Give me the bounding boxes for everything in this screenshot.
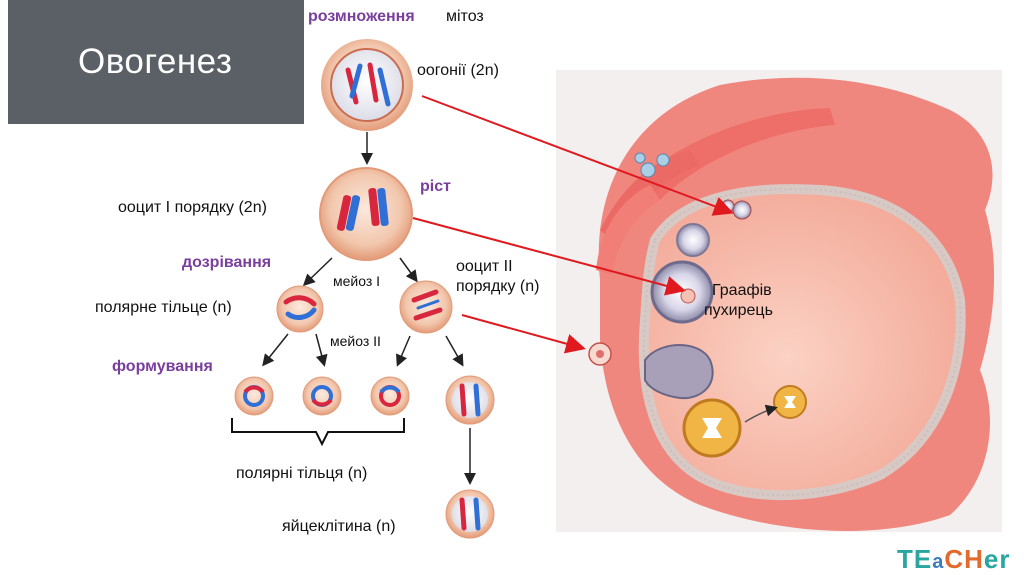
egg-label: яйцеклітина (n) [282,518,396,536]
ootid-cell [446,376,494,424]
ovary-illustration [556,70,1002,532]
graafian-follicle-label-line2: пухирець [704,302,773,320]
arrow-oocyte2-left [398,336,410,364]
teacher-logo: TEaCHer [897,546,1011,575]
primary-oocyte-label: ооцит I порядку (2n) [118,199,267,217]
graafian-follicle-label-line1: Граафів [712,282,772,300]
stage-reproduction-label: розмноження [308,8,415,26]
polar-body-cell [235,377,273,415]
egg-cell [446,490,494,538]
secondary-oocyte-label-line2: порядку (n) [456,278,539,296]
first-polar-body-label: полярне тільце (n) [95,299,232,317]
stage-growth-label: ріст [420,178,451,196]
arrow-pb-left [264,334,288,364]
arrow-pb-right [316,334,324,364]
polar-body-cell [303,377,341,415]
meiosis2-label: мейоз II [330,332,381,350]
oogonia-cell [321,39,413,131]
arrow-meiosis1-right [400,258,416,280]
arrow-meiosis1-left [305,258,332,284]
secondary-oocyte-label-line1: ооцит II [456,258,513,276]
primary-oocyte-cell [320,168,412,260]
stage-formation-label: формування [112,358,213,376]
mitosis-label: мітоз [446,8,484,26]
secondary-oocyte-cell [400,281,452,333]
meiosis1-label: мейоз I [333,272,380,290]
stage-maturation-label: дозрівання [182,254,271,272]
arrow-oocyte2-right [446,336,462,364]
oogonia-label: оогонії (2n) [417,62,499,80]
polar-bodies-bracket [232,418,404,444]
polar-bodies-label: полярні тільця (n) [236,465,367,483]
polar-body-cell [371,377,409,415]
first-polar-body-cell [277,286,323,332]
